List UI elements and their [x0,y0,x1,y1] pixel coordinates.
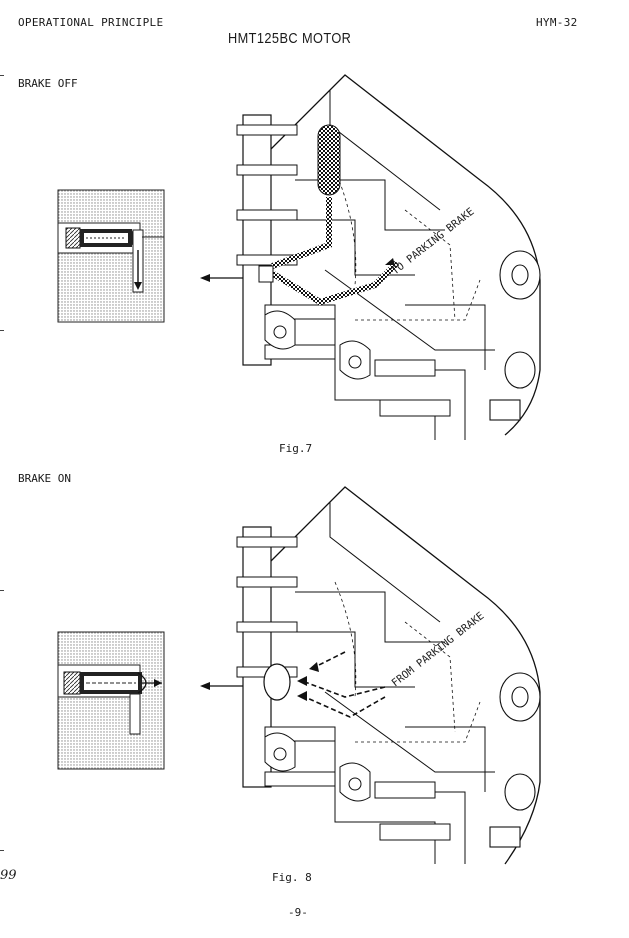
margin-tick [0,850,4,851]
fig7-caption: Fig.7 [279,442,313,455]
section-header: OPERATIONAL PRINCIPLE [18,16,164,29]
brake-on-label: BRAKE ON [18,472,71,485]
page-number: -9- [288,906,308,919]
motor-cutaway-fig7: TO PARKING BRAKE [236,74,541,440]
margin-handwritten-note: 99 [0,868,17,883]
margin-tick [0,75,4,76]
motor-cutaway-fig8: FROM PARKING BRAKE [236,486,541,865]
brake-on-valve-detail [57,631,165,770]
document-title: HMT125BC MOTOR [228,30,352,47]
to-parking-brake-label: TO PARKING BRAKE [389,206,476,278]
margin-tick [0,330,4,331]
document-code: HYM-32 [536,16,578,29]
brake-off-label: BRAKE OFF [18,77,78,90]
margin-tick [0,590,4,591]
fig8-caption: Fig. 8 [272,871,312,884]
brake-off-valve-detail [57,189,165,323]
from-parking-brake-label: FROM PARKING BRAKE [389,610,486,690]
